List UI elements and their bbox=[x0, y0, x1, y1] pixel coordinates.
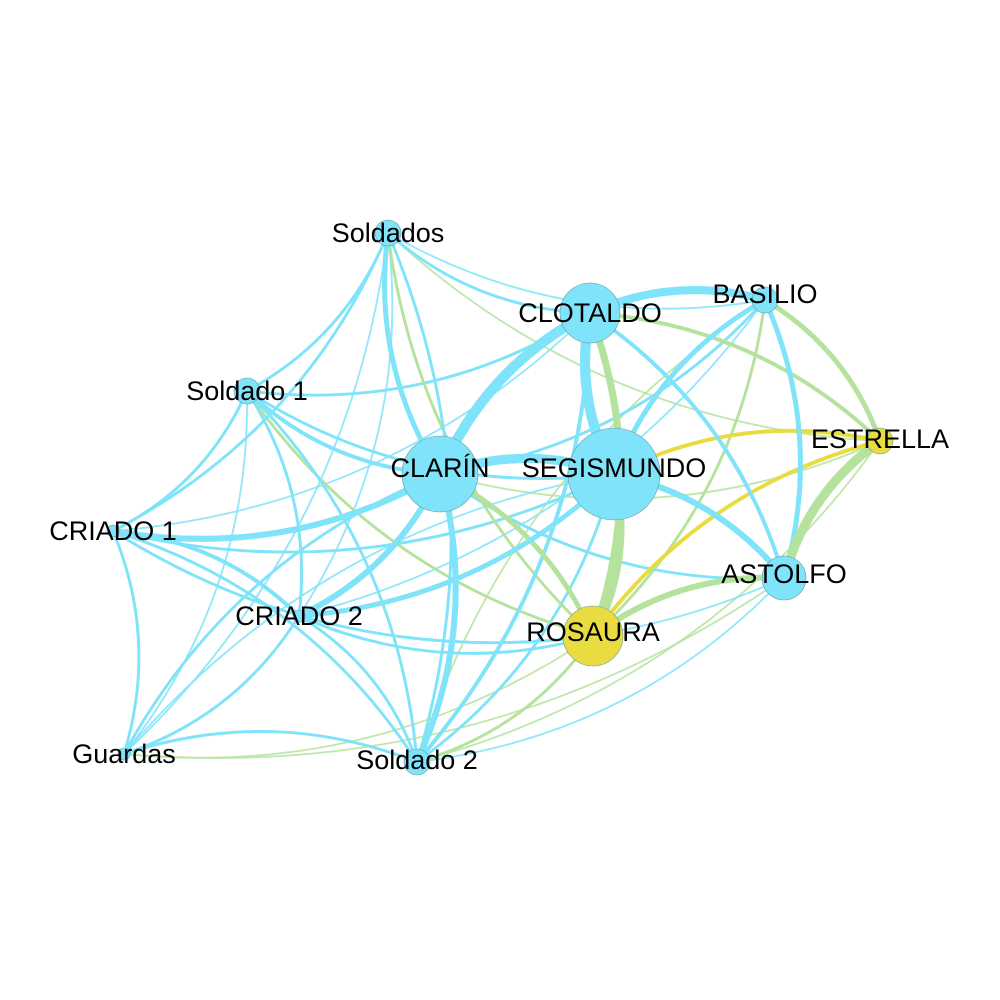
edge-soldados-criado2 bbox=[298, 232, 394, 617]
node-label-soldados: Soldados bbox=[332, 218, 445, 248]
edge-estrella-clarin bbox=[439, 440, 881, 500]
node-label-segismundo: SEGISMUNDO bbox=[522, 453, 707, 483]
edge-soldado1-soldado2 bbox=[245, 389, 419, 764]
edge-clotaldo-estrella bbox=[588, 311, 882, 443]
edge-criado1-guardas bbox=[111, 529, 141, 756]
edge-clotaldo-criado1 bbox=[112, 312, 591, 532]
node-basilio[interactable] bbox=[751, 286, 779, 314]
node-label-clarin: CLARÍN bbox=[390, 453, 489, 483]
edge-rosaura-estrella bbox=[591, 439, 882, 638]
node-label-soldado2: Soldado 2 bbox=[356, 745, 478, 775]
node-criado2[interactable] bbox=[292, 609, 306, 623]
edge-guardas-segismundo bbox=[123, 473, 615, 755]
edge-estrella-soldados bbox=[387, 232, 881, 442]
edge-rosaura-criado2 bbox=[297, 614, 595, 655]
node-label-estrella: ESTRELLA bbox=[811, 424, 949, 454]
edge-rosaura-criado1 bbox=[111, 529, 595, 645]
edge-guardas-soldado2 bbox=[122, 730, 419, 764]
edge-clarin-soldado2 bbox=[413, 470, 459, 766]
node-rosaura[interactable] bbox=[562, 605, 624, 667]
edge-soldado1-criado2 bbox=[245, 389, 304, 618]
edge-segismundo-criado2 bbox=[296, 471, 617, 619]
node-label-clotaldo: CLOTALDO bbox=[518, 298, 662, 328]
node-segismundo[interactable] bbox=[567, 427, 661, 521]
node-soldado2[interactable] bbox=[403, 748, 431, 776]
node-label-soldado1: Soldado 1 bbox=[186, 376, 308, 406]
edge-soldado1-criado1 bbox=[111, 389, 249, 533]
edge-soldados-criado1 bbox=[111, 231, 390, 533]
edge-clarin-criado1 bbox=[109, 470, 444, 542]
edge-clotaldo-astolfo bbox=[588, 311, 786, 580]
node-clotaldo[interactable] bbox=[559, 282, 621, 344]
node-label-rosaura: ROSAURA bbox=[526, 617, 660, 647]
node-label-astolfo: ASTOLFO bbox=[721, 559, 847, 589]
node-soldados[interactable] bbox=[374, 219, 402, 247]
node-astolfo[interactable] bbox=[761, 555, 807, 601]
edge-segismundo-soldado2 bbox=[415, 472, 616, 764]
edge-astolfo-soldado2 bbox=[416, 577, 785, 763]
node-label-guardas: Guardas bbox=[72, 739, 176, 769]
edge-soldados-soldado1 bbox=[245, 231, 390, 393]
edge-basilio-estrella bbox=[762, 297, 883, 444]
node-soldado1[interactable] bbox=[233, 377, 261, 405]
node-label-criado1: CRIADO 1 bbox=[49, 516, 177, 546]
nodes-layer bbox=[106, 219, 894, 776]
node-label-basilio: BASILIO bbox=[712, 279, 817, 309]
edge-soldado1-guardas bbox=[123, 390, 248, 755]
node-clarin[interactable] bbox=[401, 435, 479, 513]
node-label-criado2: CRIADO 2 bbox=[235, 601, 363, 631]
edge-basilio-rosaura bbox=[591, 298, 767, 638]
edge-rosaura-guardas bbox=[123, 635, 594, 759]
edge-criado2-soldado2 bbox=[297, 614, 419, 764]
node-guardas[interactable] bbox=[117, 747, 131, 761]
edge-criado2-guardas bbox=[122, 614, 301, 756]
node-criado1[interactable] bbox=[106, 524, 120, 538]
edge-soldados-guardas bbox=[123, 232, 389, 755]
node-estrella[interactable] bbox=[866, 427, 894, 455]
edge-criado1-soldado2 bbox=[111, 529, 419, 764]
